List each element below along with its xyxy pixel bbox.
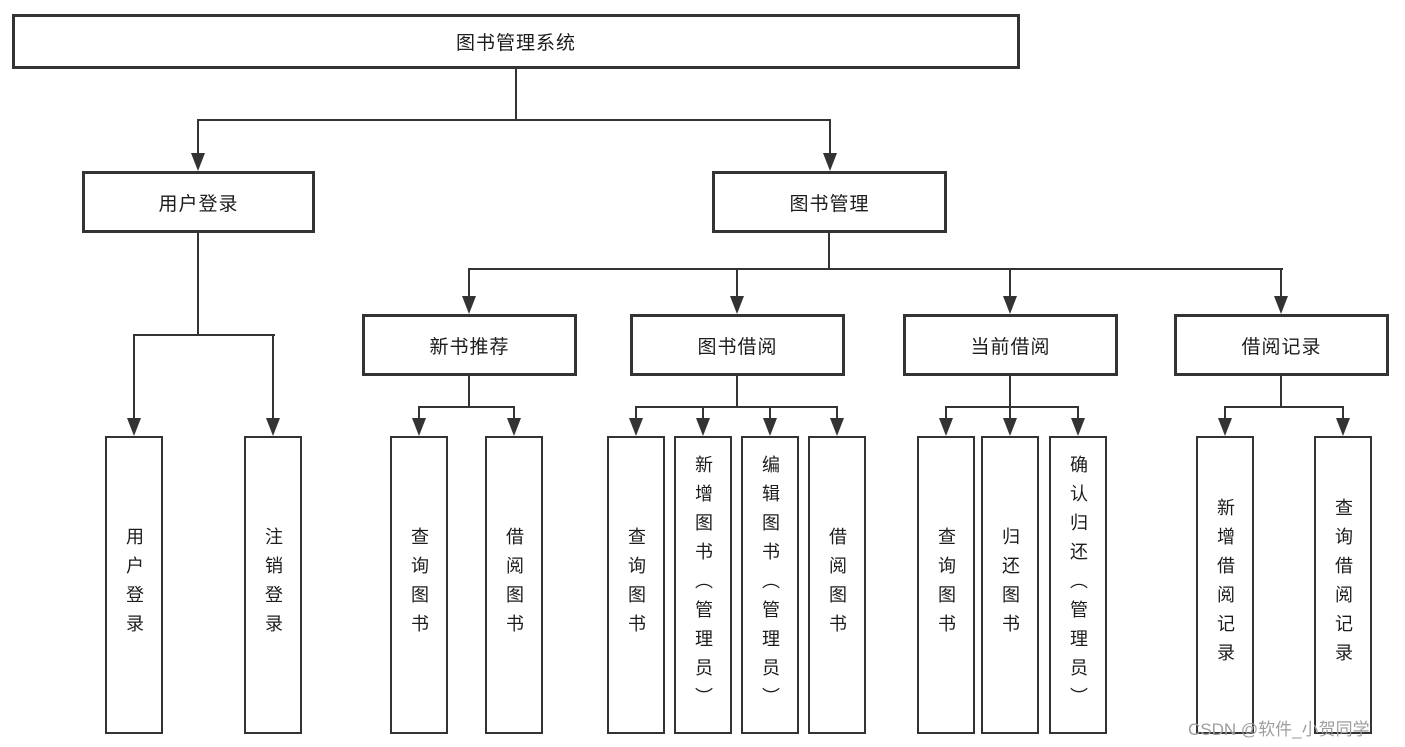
connector-line xyxy=(635,406,637,420)
connector-line xyxy=(1342,406,1344,420)
node-leaf-user-login: 用户登录 xyxy=(105,436,163,734)
node-label: 查询借阅记录 xyxy=(1333,498,1353,672)
arrow-down-icon xyxy=(763,418,777,436)
connector-line xyxy=(1077,406,1079,420)
arrow-down-icon xyxy=(823,153,837,171)
node-label: 确认归还（管理员） xyxy=(1068,454,1088,716)
node-leaf-nb-query-books: 查询图书 xyxy=(390,436,448,734)
arrow-down-icon xyxy=(462,296,476,314)
node-leaf-bb-query-books: 查询图书 xyxy=(607,436,665,734)
arrow-down-icon xyxy=(939,418,953,436)
connector-line xyxy=(197,119,199,155)
arrow-down-icon xyxy=(629,418,643,436)
node-label: 借阅图书 xyxy=(827,527,847,643)
node-label: 图书管理系统 xyxy=(455,33,576,54)
arrow-down-icon xyxy=(1071,418,1085,436)
node-label: 图书管理 xyxy=(789,193,870,215)
connector-line xyxy=(468,375,470,408)
connector-line xyxy=(272,334,274,420)
node-book-management: 图书管理 xyxy=(712,171,947,233)
arrow-down-icon xyxy=(127,418,141,436)
arrow-down-icon xyxy=(1003,296,1017,314)
connector-line xyxy=(702,406,704,420)
node-label: 新增借阅记录 xyxy=(1215,498,1235,672)
node-book-borrowing: 图书借阅 xyxy=(630,314,845,376)
connector-line xyxy=(945,406,1079,408)
connector-line xyxy=(1009,375,1011,408)
connector-line xyxy=(197,232,199,336)
connector-line xyxy=(133,334,135,420)
connector-line xyxy=(1009,406,1011,420)
node-label: 当前借阅 xyxy=(970,336,1051,358)
connector-line xyxy=(1280,268,1282,298)
node-label: 借阅图书 xyxy=(504,527,524,643)
connector-line xyxy=(197,119,831,121)
connector-line xyxy=(635,406,838,408)
arrow-down-icon xyxy=(191,153,205,171)
node-leaf-bb-add-books-admin: 新增图书（管理员） xyxy=(674,436,732,734)
arrow-down-icon xyxy=(1003,418,1017,436)
arrow-down-icon xyxy=(730,296,744,314)
connector-line xyxy=(1009,268,1011,298)
node-label: 查询图书 xyxy=(936,527,956,643)
node-leaf-cb-confirm-return-admin: 确认归还（管理员） xyxy=(1049,436,1107,734)
arrow-down-icon xyxy=(830,418,844,436)
connector-line xyxy=(945,406,947,420)
arrow-down-icon xyxy=(1218,418,1232,436)
node-user-login: 用户登录 xyxy=(82,171,315,233)
node-library-management-system: 图书管理系统 xyxy=(12,14,1020,69)
node-leaf-cb-query-books: 查询图书 xyxy=(917,436,975,734)
node-label: 图书借阅 xyxy=(697,336,778,358)
arrow-down-icon xyxy=(1274,296,1288,314)
node-leaf-cb-return-books: 归还图书 xyxy=(981,436,1039,734)
connector-line xyxy=(1224,406,1344,408)
connector-line xyxy=(828,232,830,270)
connector-line xyxy=(1224,406,1226,420)
arrow-down-icon xyxy=(696,418,710,436)
connector-line xyxy=(836,406,838,420)
arrow-down-icon xyxy=(412,418,426,436)
connector-line xyxy=(418,406,515,408)
node-current-borrowing: 当前借阅 xyxy=(903,314,1118,376)
node-label: 归还图书 xyxy=(1000,527,1020,643)
connector-line xyxy=(468,268,1283,270)
node-leaf-br-add-record: 新增借阅记录 xyxy=(1196,436,1254,734)
node-borrowing-records: 借阅记录 xyxy=(1174,314,1389,376)
connector-line xyxy=(829,119,831,155)
node-label: 新书推荐 xyxy=(429,336,510,358)
connector-line xyxy=(418,406,420,420)
arrow-down-icon xyxy=(1336,418,1350,436)
arrow-down-icon xyxy=(507,418,521,436)
node-label: 注销登录 xyxy=(263,527,283,643)
node-label: 新增图书（管理员） xyxy=(693,454,713,716)
connector-line xyxy=(736,268,738,298)
node-leaf-br-query-record: 查询借阅记录 xyxy=(1314,436,1372,734)
node-label: 查询图书 xyxy=(409,527,429,643)
node-label: 查询图书 xyxy=(626,527,646,643)
node-label: 用户登录 xyxy=(124,527,144,643)
connector-line xyxy=(769,406,771,420)
connector-line xyxy=(513,406,515,420)
watermark: CSDN @软件_小贺同学 xyxy=(1188,720,1370,739)
connector-line xyxy=(468,268,470,298)
connector-line xyxy=(133,334,275,336)
node-leaf-nb-borrow-books: 借阅图书 xyxy=(485,436,543,734)
node-label: 编辑图书（管理员） xyxy=(760,454,780,716)
node-label: 用户登录 xyxy=(158,193,239,215)
node-label: 借阅记录 xyxy=(1241,336,1322,358)
connector-line xyxy=(515,69,517,120)
node-leaf-bb-edit-books-admin: 编辑图书（管理员） xyxy=(741,436,799,734)
connector-line xyxy=(736,375,738,408)
connector-line xyxy=(1280,375,1282,408)
arrow-down-icon xyxy=(266,418,280,436)
node-new-book-recommendation: 新书推荐 xyxy=(362,314,577,376)
node-leaf-logout: 注销登录 xyxy=(244,436,302,734)
node-leaf-bb-borrow-books: 借阅图书 xyxy=(808,436,866,734)
